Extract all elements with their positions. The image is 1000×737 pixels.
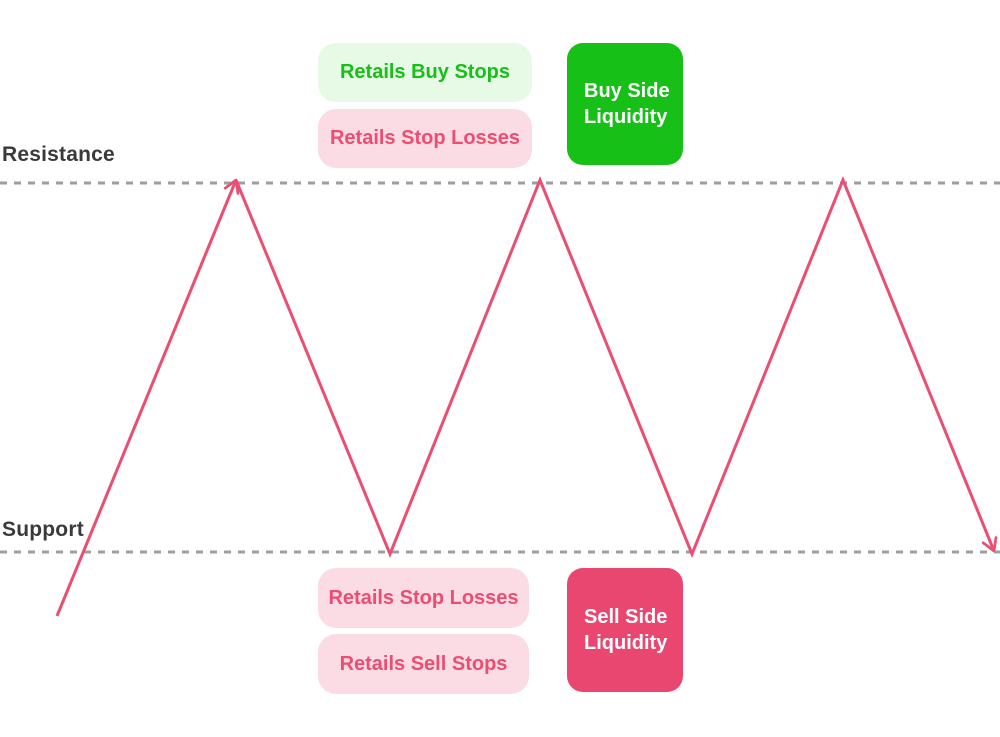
price-line-upswing [55, 178, 240, 617]
retails-stop-losses-top-pill: Retails Stop Losses [318, 109, 532, 168]
price-line-zigzag [234, 175, 998, 558]
retails-buy-stops-pill: Retails Buy Stops [318, 43, 532, 102]
resistance-label: Resistance [2, 143, 115, 166]
sell-side-liquidity-box: Sell Side Liquidity [567, 568, 683, 692]
buy-side-liquidity-box: Buy Side Liquidity [567, 43, 683, 165]
retails-sell-stops-pill: Retails Sell Stops [318, 634, 529, 694]
support-label: Support [2, 518, 84, 541]
retails-stop-losses-bottom-pill: Retails Stop Losses [318, 568, 529, 628]
